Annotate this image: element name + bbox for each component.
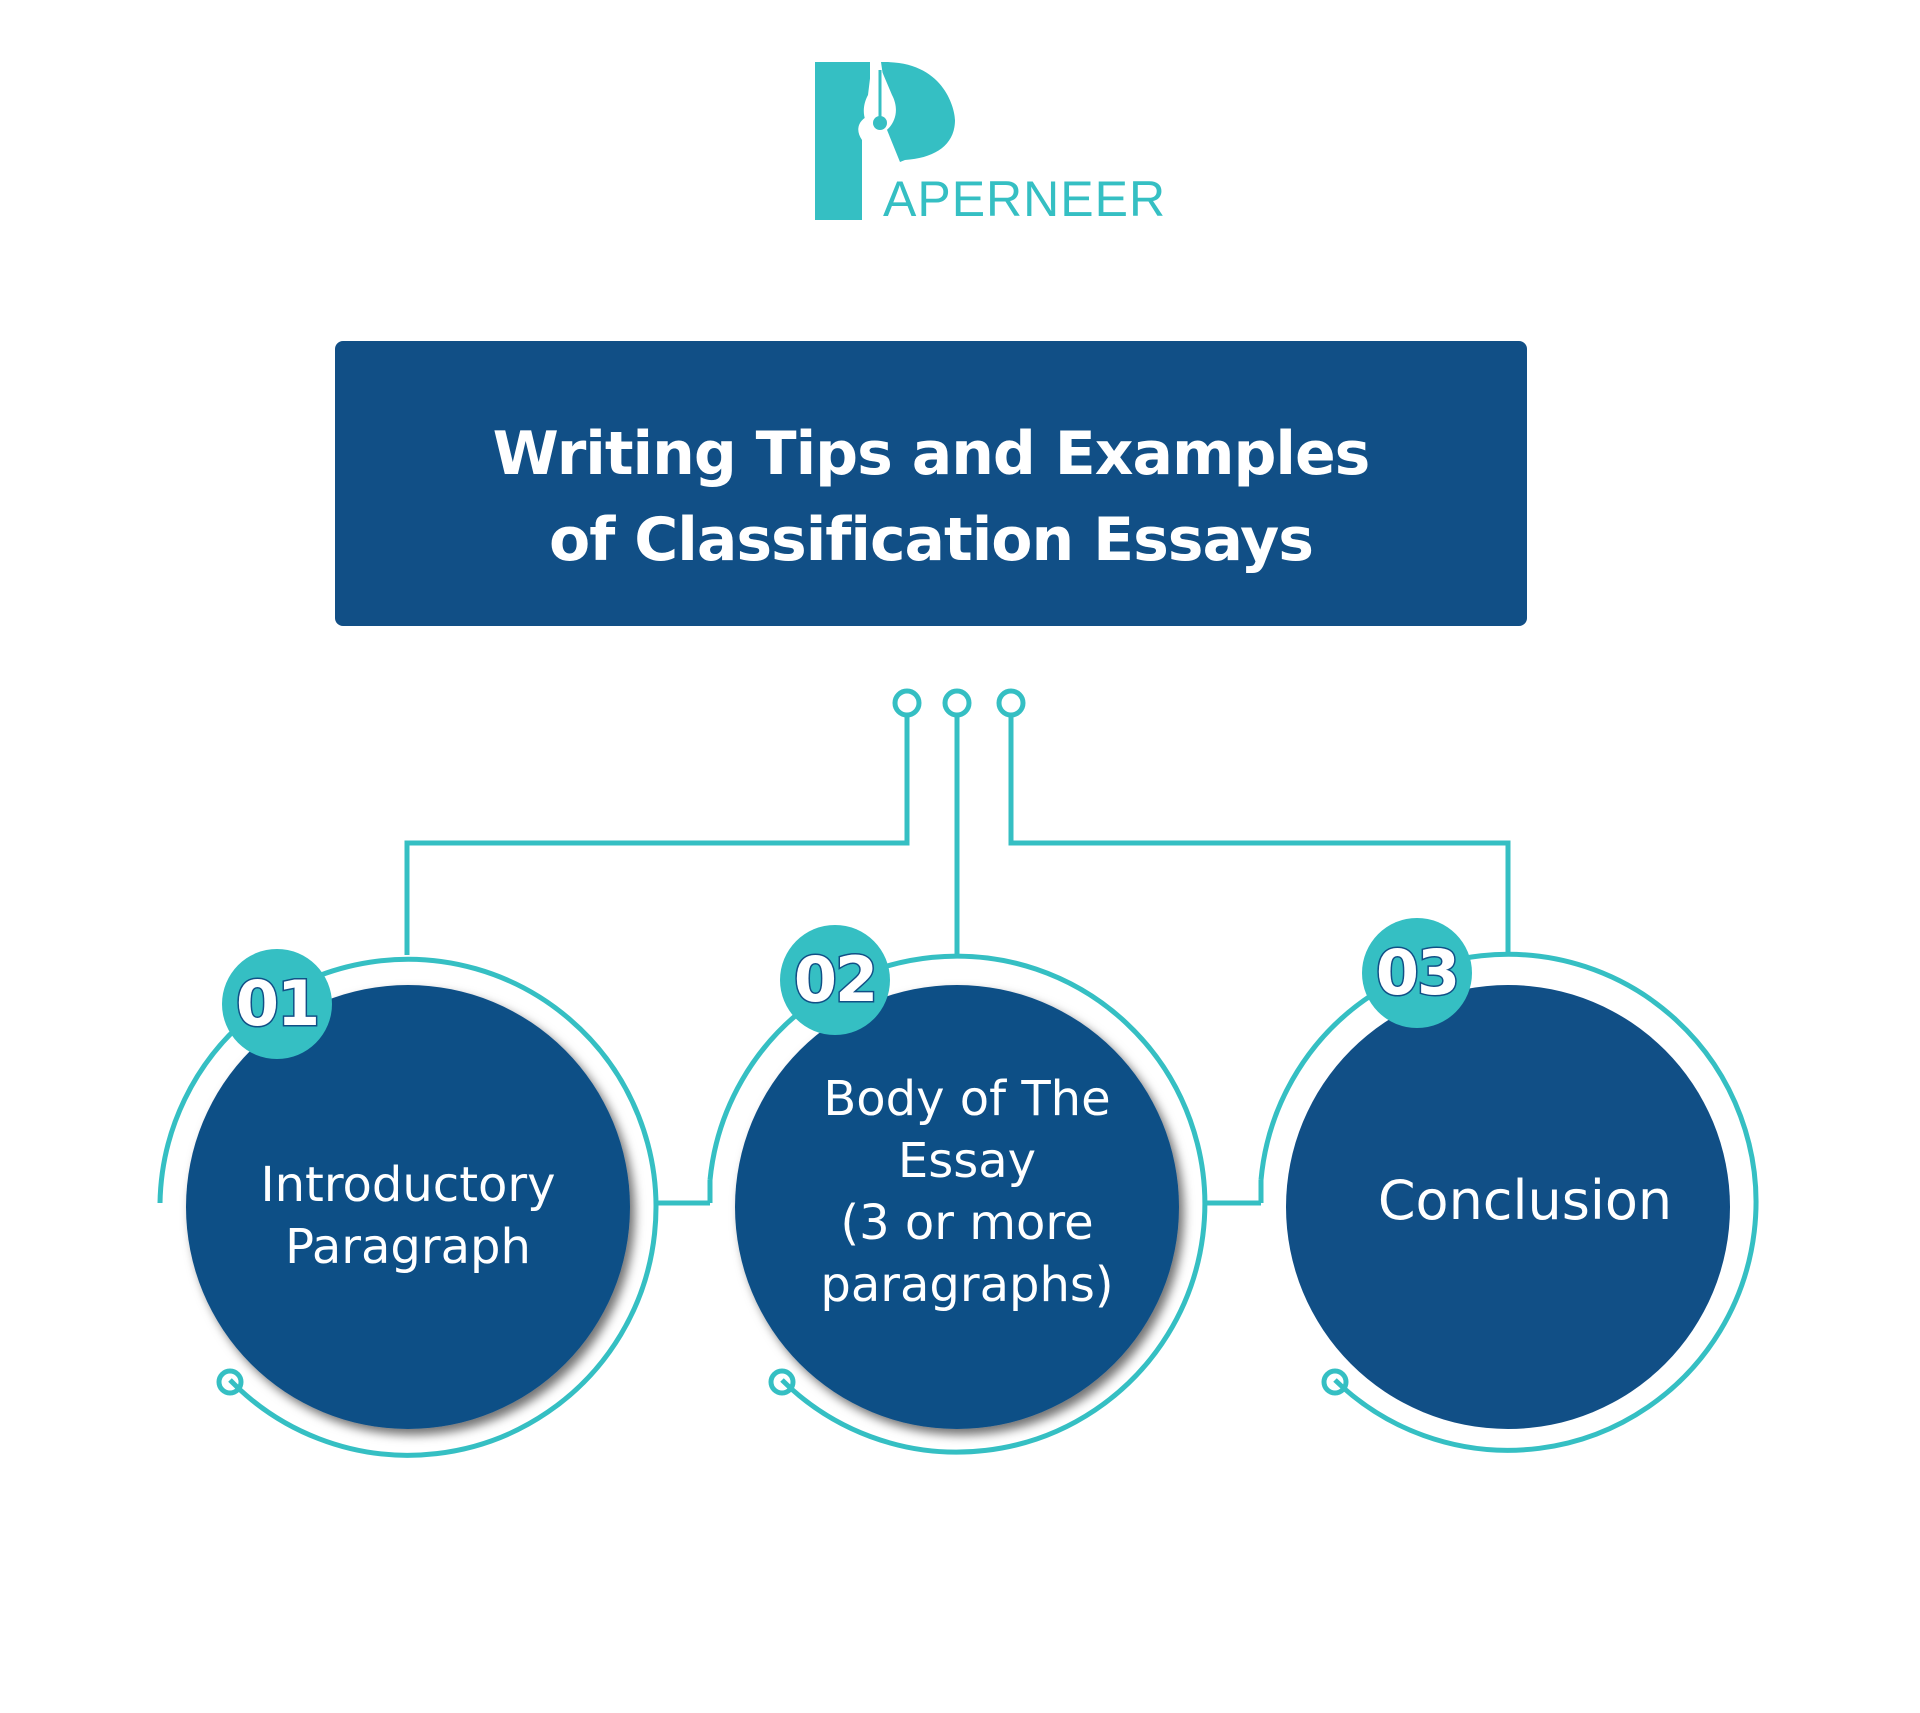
step-label-3-line-1: Conclusion [1377,1169,1673,1232]
logo-mark [815,62,955,220]
connector-dot-left [892,688,922,718]
step-label-1-line-1: Introductory [260,1157,556,1213]
connector-line-3 [1008,715,1511,955]
step-label-1-line-2: Paragraph [285,1219,531,1275]
step-number-3: 03 [1362,918,1472,1028]
title-line-1: Writing Tips and Examples [492,419,1371,489]
connector-dot-center [942,688,972,718]
connector-line-1 [404,715,910,955]
connector-dot-right [996,688,1026,718]
ring-end-dot-1 [216,1368,244,1396]
title-line-2: of Classification Essays [549,505,1314,575]
brand-name: APERNEER [883,171,1167,227]
outer-ring-3 [1258,951,1759,1453]
step-label-2-line-3: (3 or more [840,1195,1094,1251]
page-title: Writing Tips and Examples of Classificat… [335,411,1527,583]
step-number-2: 02 [780,925,890,1035]
step-label-3: Conclusion [1315,1170,1735,1232]
pen-nib-dot [873,116,887,130]
step-label-2-line-1: Body of The [823,1071,1111,1127]
step-circle-3 [1286,985,1730,1429]
step-label-2: Body of The Essay (3 or more paragraphs) [757,1068,1177,1316]
step-label-1: Introductory Paragraph [198,1154,618,1278]
title-banner: Writing Tips and Examples of Classificat… [335,341,1527,626]
ring-end-dot-2 [768,1368,796,1396]
ring-end-dot-3 [1321,1368,1349,1396]
step-label-2-line-2: Essay [897,1133,1037,1189]
step-number-1: 01 [222,949,332,1059]
step-circle-2 [735,985,1179,1429]
step-circle-1 [186,985,630,1429]
logo-stem [815,62,870,220]
step-label-2-line-4: paragraphs) [820,1257,1114,1313]
